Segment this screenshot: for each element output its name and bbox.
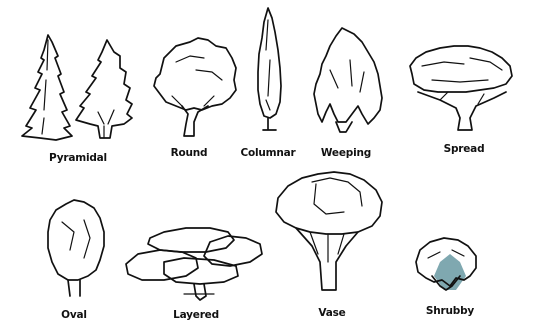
spread-tree-drawing [410, 46, 512, 130]
label-weeping: Weeping [314, 147, 378, 159]
oval-tree-drawing [48, 200, 104, 296]
label-shrubby: Shrubby [418, 305, 482, 317]
columnar-tree-drawing [258, 8, 281, 130]
label-round: Round [161, 147, 217, 159]
round-tree-drawing [154, 38, 236, 136]
label-pyramidal: Pyramidal [46, 152, 110, 164]
label-spread: Spread [436, 143, 492, 155]
weeping-tree-drawing [314, 28, 382, 132]
vase-tree-drawing [276, 172, 382, 290]
label-oval: Oval [50, 309, 98, 321]
pyramidal-tree-drawing [22, 35, 132, 140]
label-vase: Vase [308, 307, 356, 319]
label-layered: Layered [164, 309, 228, 321]
label-columnar: Columnar [236, 147, 300, 159]
shrubby-tree-drawing [416, 238, 476, 290]
layered-tree-drawing [126, 228, 262, 300]
